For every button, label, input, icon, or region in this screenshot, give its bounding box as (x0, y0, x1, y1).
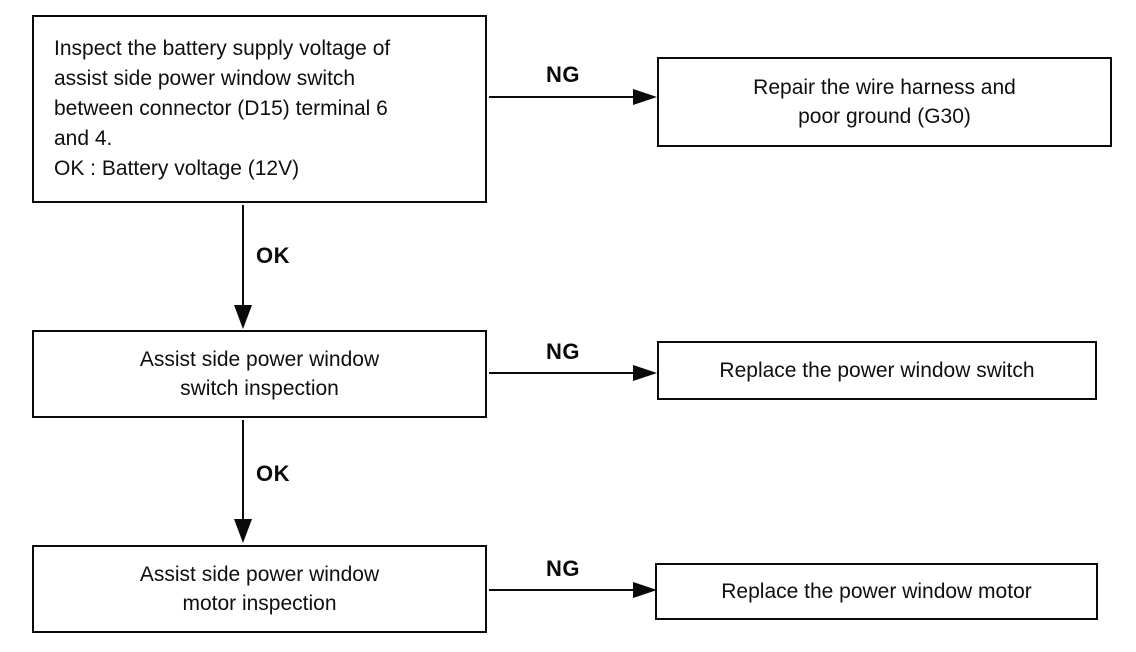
process-box-battery-voltage-inspection: Inspect the battery supply voltage of as… (32, 15, 487, 203)
arrow-down-icon (234, 519, 252, 543)
process-box-switch-inspection: Assist side power window switch inspecti… (32, 330, 487, 418)
result-box-repair-wire-harness-text: Repair the wire harness and poor ground … (753, 76, 1016, 128)
ng-label-2: NG (546, 339, 580, 364)
process-box-switch-inspection-text: Assist side power window switch inspecti… (139, 348, 380, 400)
process-box-battery-voltage-inspection-text: Inspect the battery supply voltage of as… (54, 37, 391, 180)
ng-connector-line-3 (489, 589, 635, 591)
result-box-repair-wire-harness: Repair the wire harness and poor ground … (657, 57, 1112, 147)
ok-connector-line-1 (242, 205, 244, 307)
ok-label-2: OK (256, 461, 290, 486)
arrow-right-icon (633, 365, 657, 381)
ok-connector-line-2 (242, 420, 244, 520)
ng-connector-line-2 (489, 372, 635, 374)
ok-label-1: OK (256, 243, 290, 268)
process-box-motor-inspection: Assist side power window motor inspectio… (32, 545, 487, 633)
result-box-replace-switch-text: Replace the power window switch (719, 359, 1035, 382)
result-box-replace-switch: Replace the power window switch (657, 341, 1097, 400)
ng-label-1: NG (546, 62, 580, 87)
arrow-down-icon (234, 305, 252, 329)
result-box-replace-motor-text: Replace the power window motor (721, 580, 1032, 603)
arrow-right-icon (633, 89, 657, 105)
arrow-right-icon (633, 582, 657, 598)
ng-connector-line-1 (489, 96, 635, 98)
result-box-replace-motor: Replace the power window motor (655, 563, 1098, 620)
ng-label-3: NG (546, 556, 580, 581)
process-box-motor-inspection-text: Assist side power window motor inspectio… (139, 563, 380, 615)
